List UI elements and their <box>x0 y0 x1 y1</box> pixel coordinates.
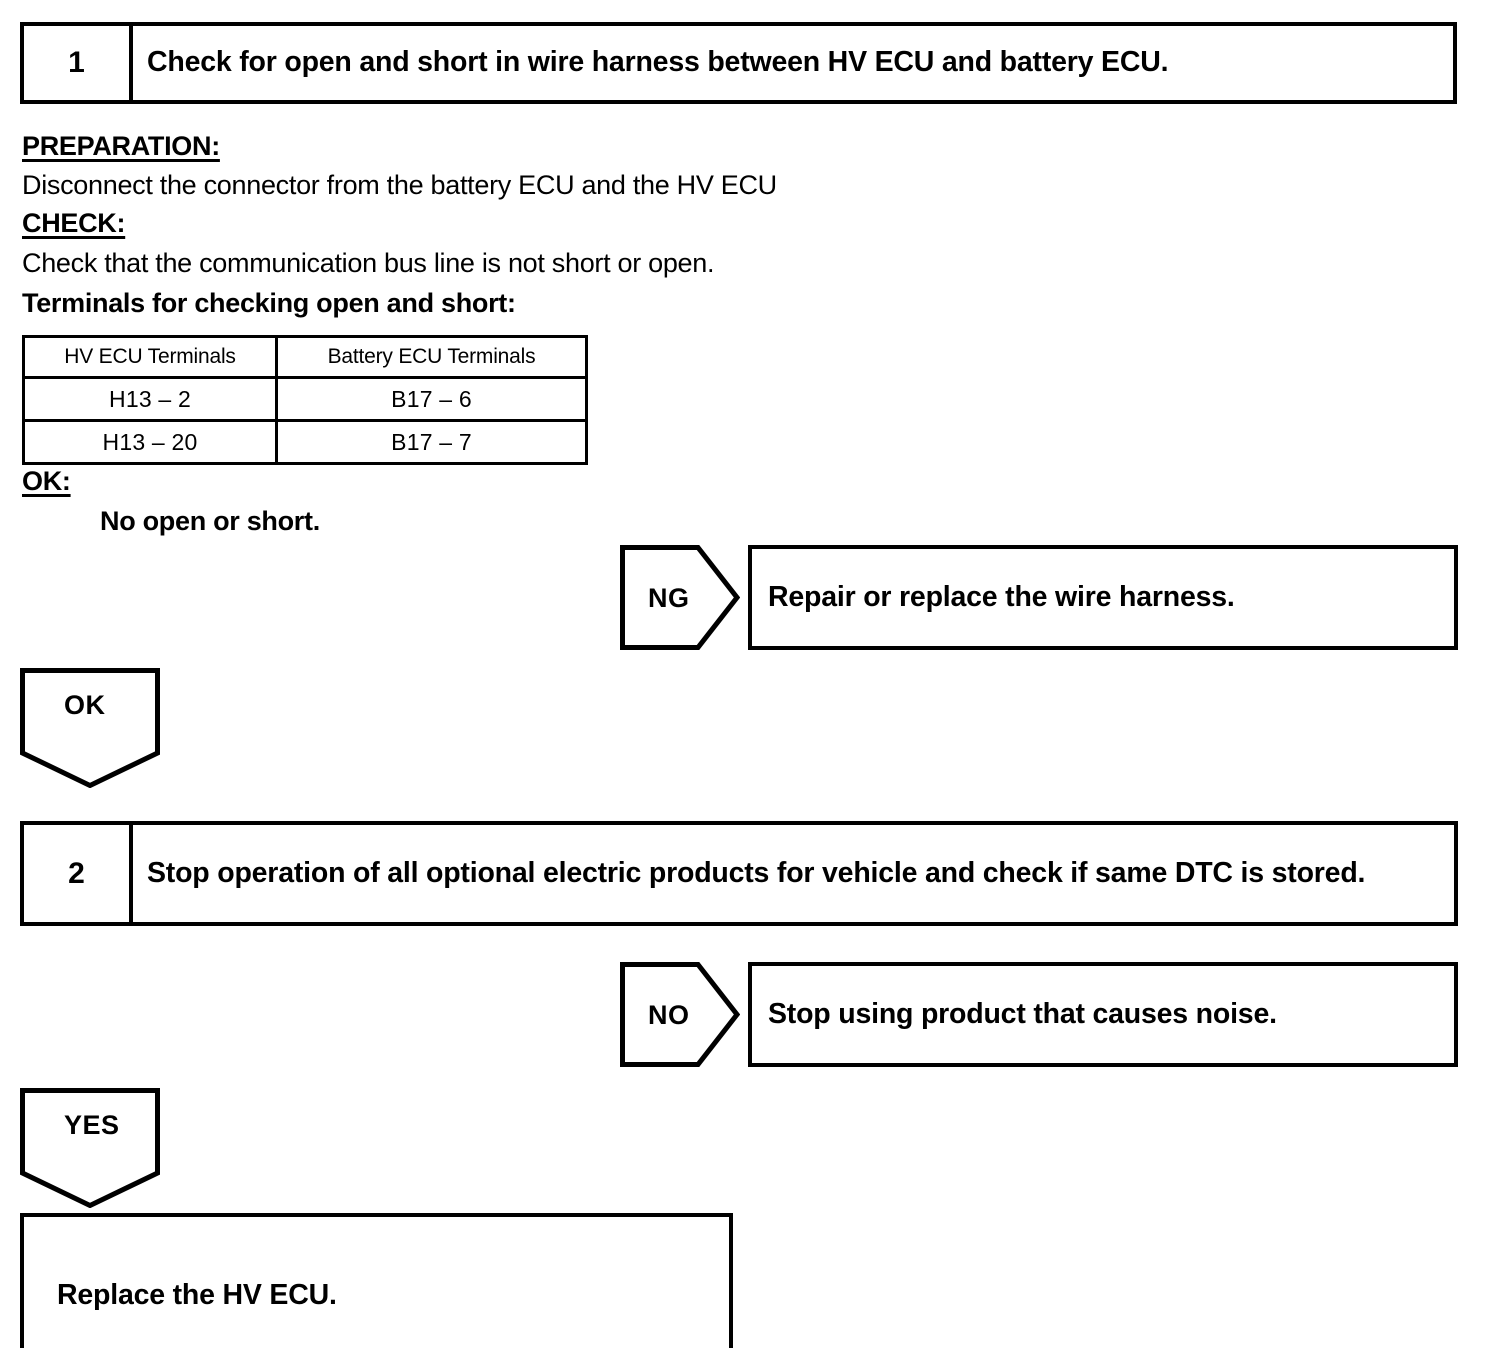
step-2-number: 2 <box>24 825 133 922</box>
check-label: CHECK: <box>22 208 126 238</box>
no-result-text: Stop using product that causes noise. <box>768 998 1277 1031</box>
table-row: H13 – 2 B17 – 6 <box>22 376 588 422</box>
ng-branch-label: NG <box>648 583 690 613</box>
step-1-instruction: Check for open and short in wire harness… <box>147 46 1169 79</box>
step-2-box: 2 Stop operation of all optional electri… <box>20 821 1458 926</box>
ok-criteria-label: OK: <box>22 466 71 496</box>
preparation-label: PREPARATION: <box>22 131 220 161</box>
step-1-number: 1 <box>24 26 133 100</box>
step-2-instruction: Stop operation of all optional electric … <box>147 856 1366 889</box>
ng-branch-arrow: NG <box>620 545 740 650</box>
ok-branch-label: OK <box>64 690 106 720</box>
table-cell-battery-terminal-1: B17 – 6 <box>275 376 588 422</box>
final-action-text: Replace the HV ECU. <box>57 1278 337 1311</box>
no-branch-arrow: NO <box>620 962 740 1067</box>
yes-branch-label: YES <box>64 1110 120 1140</box>
preparation-text: Disconnect the connector from the batter… <box>22 170 777 200</box>
ok-branch-arrow: OK <box>20 668 160 788</box>
table-cell-hv-terminal-2: H13 – 20 <box>22 419 278 465</box>
table-cell-battery-terminal-2: B17 – 7 <box>275 419 588 465</box>
table-header-row: HV ECU Terminals Battery ECU Terminals <box>22 335 588 379</box>
table-header-hv-ecu: HV ECU Terminals <box>22 335 278 379</box>
ng-result-text: Repair or replace the wire harness. <box>768 581 1235 614</box>
terminals-label: Terminals for checking open and short: <box>22 288 516 318</box>
table-row: H13 – 20 B17 – 7 <box>22 419 588 465</box>
step-1-box: 1 Check for open and short in wire harne… <box>20 22 1457 104</box>
no-result-box: Stop using product that causes noise. <box>748 962 1458 1067</box>
table-header-battery-ecu: Battery ECU Terminals <box>275 335 588 379</box>
check-text: Check that the communication bus line is… <box>22 248 715 278</box>
final-action-box: Replace the HV ECU. <box>20 1213 733 1348</box>
table-cell-hv-terminal-1: H13 – 2 <box>22 376 278 422</box>
no-branch-label: NO <box>648 1000 690 1030</box>
terminals-table: HV ECU Terminals Battery ECU Terminals H… <box>22 335 588 465</box>
ok-criteria-text: No open or short. <box>100 506 320 536</box>
ng-result-box: Repair or replace the wire harness. <box>748 545 1458 650</box>
yes-branch-arrow: YES <box>20 1088 160 1208</box>
